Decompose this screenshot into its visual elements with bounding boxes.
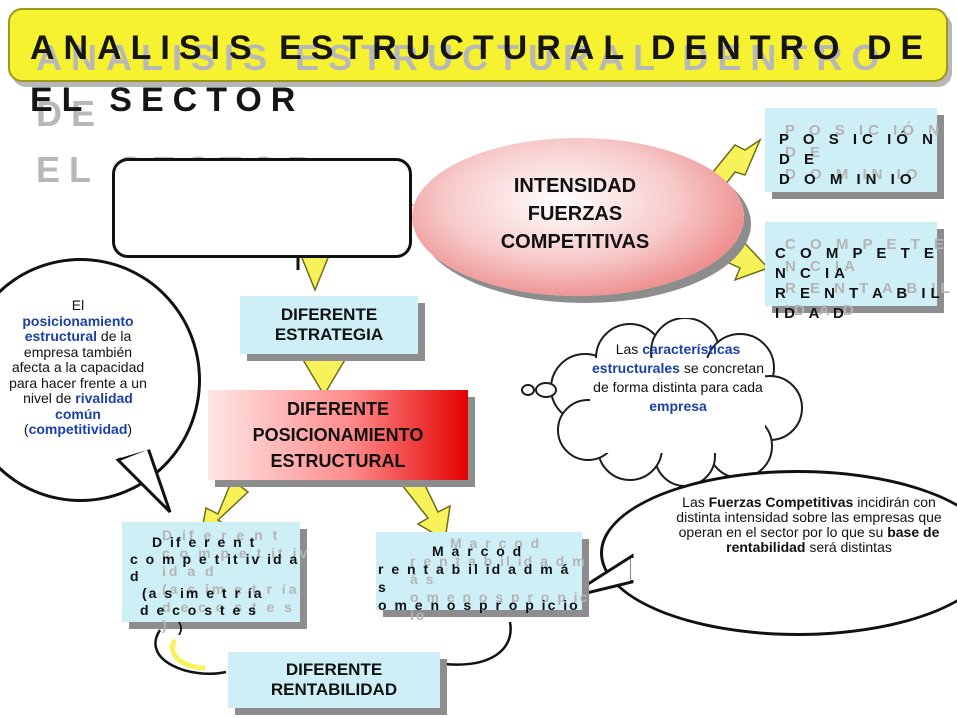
comp-line1: D if e r e n t xyxy=(152,534,257,550)
left-note-5: rivalidad común xyxy=(55,390,133,422)
curve-right xyxy=(444,621,512,666)
cloud-note-2: características estructurales xyxy=(592,341,741,376)
posicion-line2: D O M IN IO xyxy=(779,171,917,188)
left-note-3: estructural xyxy=(24,328,98,344)
curve-left-highlight xyxy=(170,638,206,671)
curve-left xyxy=(154,629,227,675)
posicion-line1: P O S IC IÓ N D E xyxy=(779,131,938,168)
title-line1: ANALISIS ESTRUCTURAL DENTRO DE xyxy=(30,29,933,67)
comp-line2: c o m p e t it iv id a d xyxy=(130,551,300,584)
margen-ghost-1: M a r c o d xyxy=(450,535,542,551)
estrategia-line1: DIFERENTE xyxy=(280,305,378,324)
fuerzas-line2: FUERZAS xyxy=(527,203,623,225)
estrategia-line2: ESTRATEGIA xyxy=(274,325,384,344)
posicionamiento-box: DIFERENTE POSICIONAMIENTO ESTRUCTURAL xyxy=(208,390,468,480)
rentabilidad-line1: DIFERENTE xyxy=(285,660,383,679)
page-title: ANALISIS ESTRUCTURAL DENTRO DE EL SECTOR xyxy=(30,22,950,126)
comp-ghost-4: d e c o s t e s xyxy=(162,599,295,615)
right-note-3: incidirán con distinta intensidad sobre … xyxy=(676,494,942,540)
rentabilidad-line2: RENTABILIDAD xyxy=(270,680,398,699)
comp-ghost-1: D if e r e n t xyxy=(162,527,281,543)
margen-ghost-2: r e n t a b il id a d m á s xyxy=(410,553,587,587)
competencia-ghost: C O M P E T E N C IA R E N T A B IL ID A… xyxy=(785,234,955,322)
left-note-7: competitividad xyxy=(28,421,128,437)
comp-line5: ) xyxy=(178,619,185,635)
posicionamiento-line3: ESTRUCTURAL xyxy=(270,451,406,471)
right-note-1: Las xyxy=(682,494,709,510)
left-note-4: de la empresa también afecta a la capaci… xyxy=(9,328,147,406)
title-shadow-line1: ANALISIS ESTRUCTURAL DENTRO DE xyxy=(36,37,889,134)
fuerzas-ellipse xyxy=(412,138,744,296)
cloud-note-4: empresa xyxy=(649,398,707,414)
comp-line3: (a s im e t r ía xyxy=(142,585,264,601)
posicion-label: P O S IC IÓ N D E D O M IN IO xyxy=(779,130,939,190)
competitividad-ghost: D if e r e n t c o m p e t it iv id a d … xyxy=(162,526,312,634)
competitividad-label: D if e r e n t c o m p e t it iv id a d … xyxy=(130,534,300,636)
blank-box xyxy=(112,158,412,258)
arrow-to-posicionamiento xyxy=(300,357,348,397)
competencia-box: C O M P E T E N C IA R E N T A B IL ID A… xyxy=(765,222,949,322)
left-bubble-tail xyxy=(115,443,172,514)
fuerzas-label: INTENSIDAD FUERZAS COMPETITIVAS xyxy=(470,172,680,256)
margen-line2: r e n t a b il id a d m á s xyxy=(378,561,571,595)
posicionamiento-line2: POSICIONAMIENTO xyxy=(252,425,424,445)
arrow-to-margen xyxy=(400,473,451,542)
left-bubble-text: El posicionamiento estructural de la emp… xyxy=(4,297,152,438)
margen-label: M a r c o d r e n t a b il id a d m á s … xyxy=(378,542,582,614)
posicion-ghost-1: P O S IC IÓ N D E xyxy=(785,122,944,161)
competencia-label: C O M P E T E N C IA R E N T A B IL ID A… xyxy=(775,244,945,324)
competitividad-box: D if e r e n t c o m p e t it iv id a d … xyxy=(122,522,307,635)
cloud-note-3: se concretan de forma distinta para cada xyxy=(593,360,764,395)
cloud-note-1: Las xyxy=(615,341,643,357)
right-note-5: será distintas xyxy=(805,539,892,555)
comp-line4: d e c o s t e s xyxy=(140,602,258,618)
comp-ghost-5: ) xyxy=(162,617,170,633)
competencia-line2: R E N T A B IL ID A D xyxy=(775,285,945,322)
fuerzas-line3: COMPETITIVAS xyxy=(500,231,650,253)
competencia-ghost-2: R E N T A B IL ID A D xyxy=(785,280,955,319)
posicion-ghost-2: D O M IN IO xyxy=(785,166,923,183)
right-bubble-tail xyxy=(565,553,637,600)
fuerzas-line1: INTENSIDAD xyxy=(513,175,637,197)
posicion-dominio-box: P O S IC IÓ N D E D O M IN IO P O S IC I… xyxy=(765,108,939,192)
title-banner xyxy=(8,8,948,82)
left-note-1: El xyxy=(71,297,85,313)
posicion-ghost: P O S IC IÓ N D E D O M IN IO xyxy=(785,120,945,186)
right-note-4: base de rentabilidad xyxy=(726,524,940,555)
cloud-text: Las características estructurales se con… xyxy=(588,340,768,416)
margen-line3: o m e n o s p r o p ic io xyxy=(378,597,580,613)
comp-ghost-2: c o m p e t it iv id a d xyxy=(162,545,311,579)
comp-ghost-3: (a s im e t r ía xyxy=(162,581,300,597)
left-note-2: posicionamiento xyxy=(22,312,134,329)
competencia-line1: C O M P E T E N C IA xyxy=(775,245,939,282)
right-note-2: Fuerzas Competitivas xyxy=(708,494,854,510)
left-note-8: ) xyxy=(127,421,133,437)
margen-ghost-3: o m e n o s p r o p ic io xyxy=(410,589,590,623)
margen-line1: M a r c o d xyxy=(432,543,524,559)
competencia-ghost-1: C O M P E T E N C IA xyxy=(785,236,949,275)
title-line2: EL SECTOR xyxy=(30,81,305,119)
rentabilidad-box: DIFERENTE RENTABILIDAD xyxy=(228,652,440,708)
right-speech-bubble xyxy=(600,470,957,636)
left-note-6: ( xyxy=(23,421,29,437)
margen-box: M a r c o d r e n t a b il id a d m á s … xyxy=(376,532,587,623)
estrategia-box: DIFERENTE ESTRATEGIA xyxy=(240,296,418,354)
right-bubble-text: Las Fuerzas Competitivas incidirán con d… xyxy=(660,495,957,555)
margen-ghost: M a r c o d r e n t a b il id a d m á s … xyxy=(410,534,600,624)
cloud-shape xyxy=(521,318,803,487)
posicionamiento-line1: DIFERENTE xyxy=(286,399,389,419)
left-speech-bubble xyxy=(0,258,201,502)
